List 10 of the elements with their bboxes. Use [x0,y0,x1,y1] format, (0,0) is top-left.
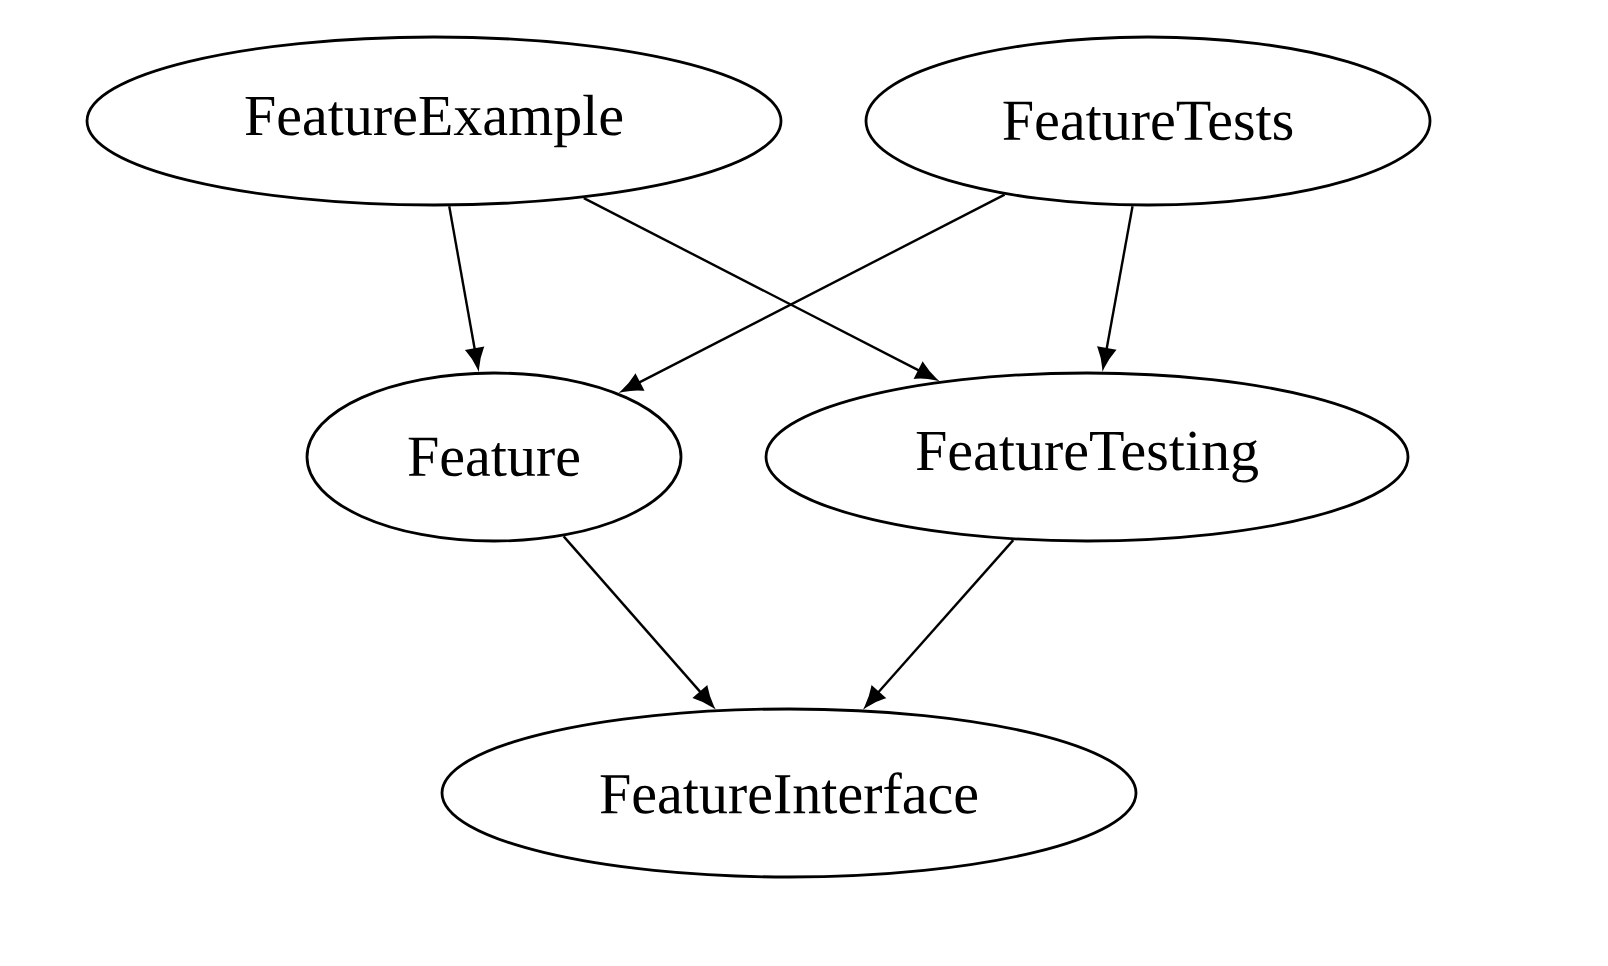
ellipse-node: FeatureExample [85,35,783,207]
arrow [864,539,1015,708]
arrow [583,197,937,381]
ellipse-node: FeatureTests [864,35,1432,207]
ellipse-node: FeatureTesting [764,371,1410,543]
ellipse-node: FeatureInterface [440,707,1138,879]
arrow [562,535,714,708]
arrow [448,206,484,369]
ellipse-node: Feature [305,371,683,543]
arrow [621,193,1006,393]
